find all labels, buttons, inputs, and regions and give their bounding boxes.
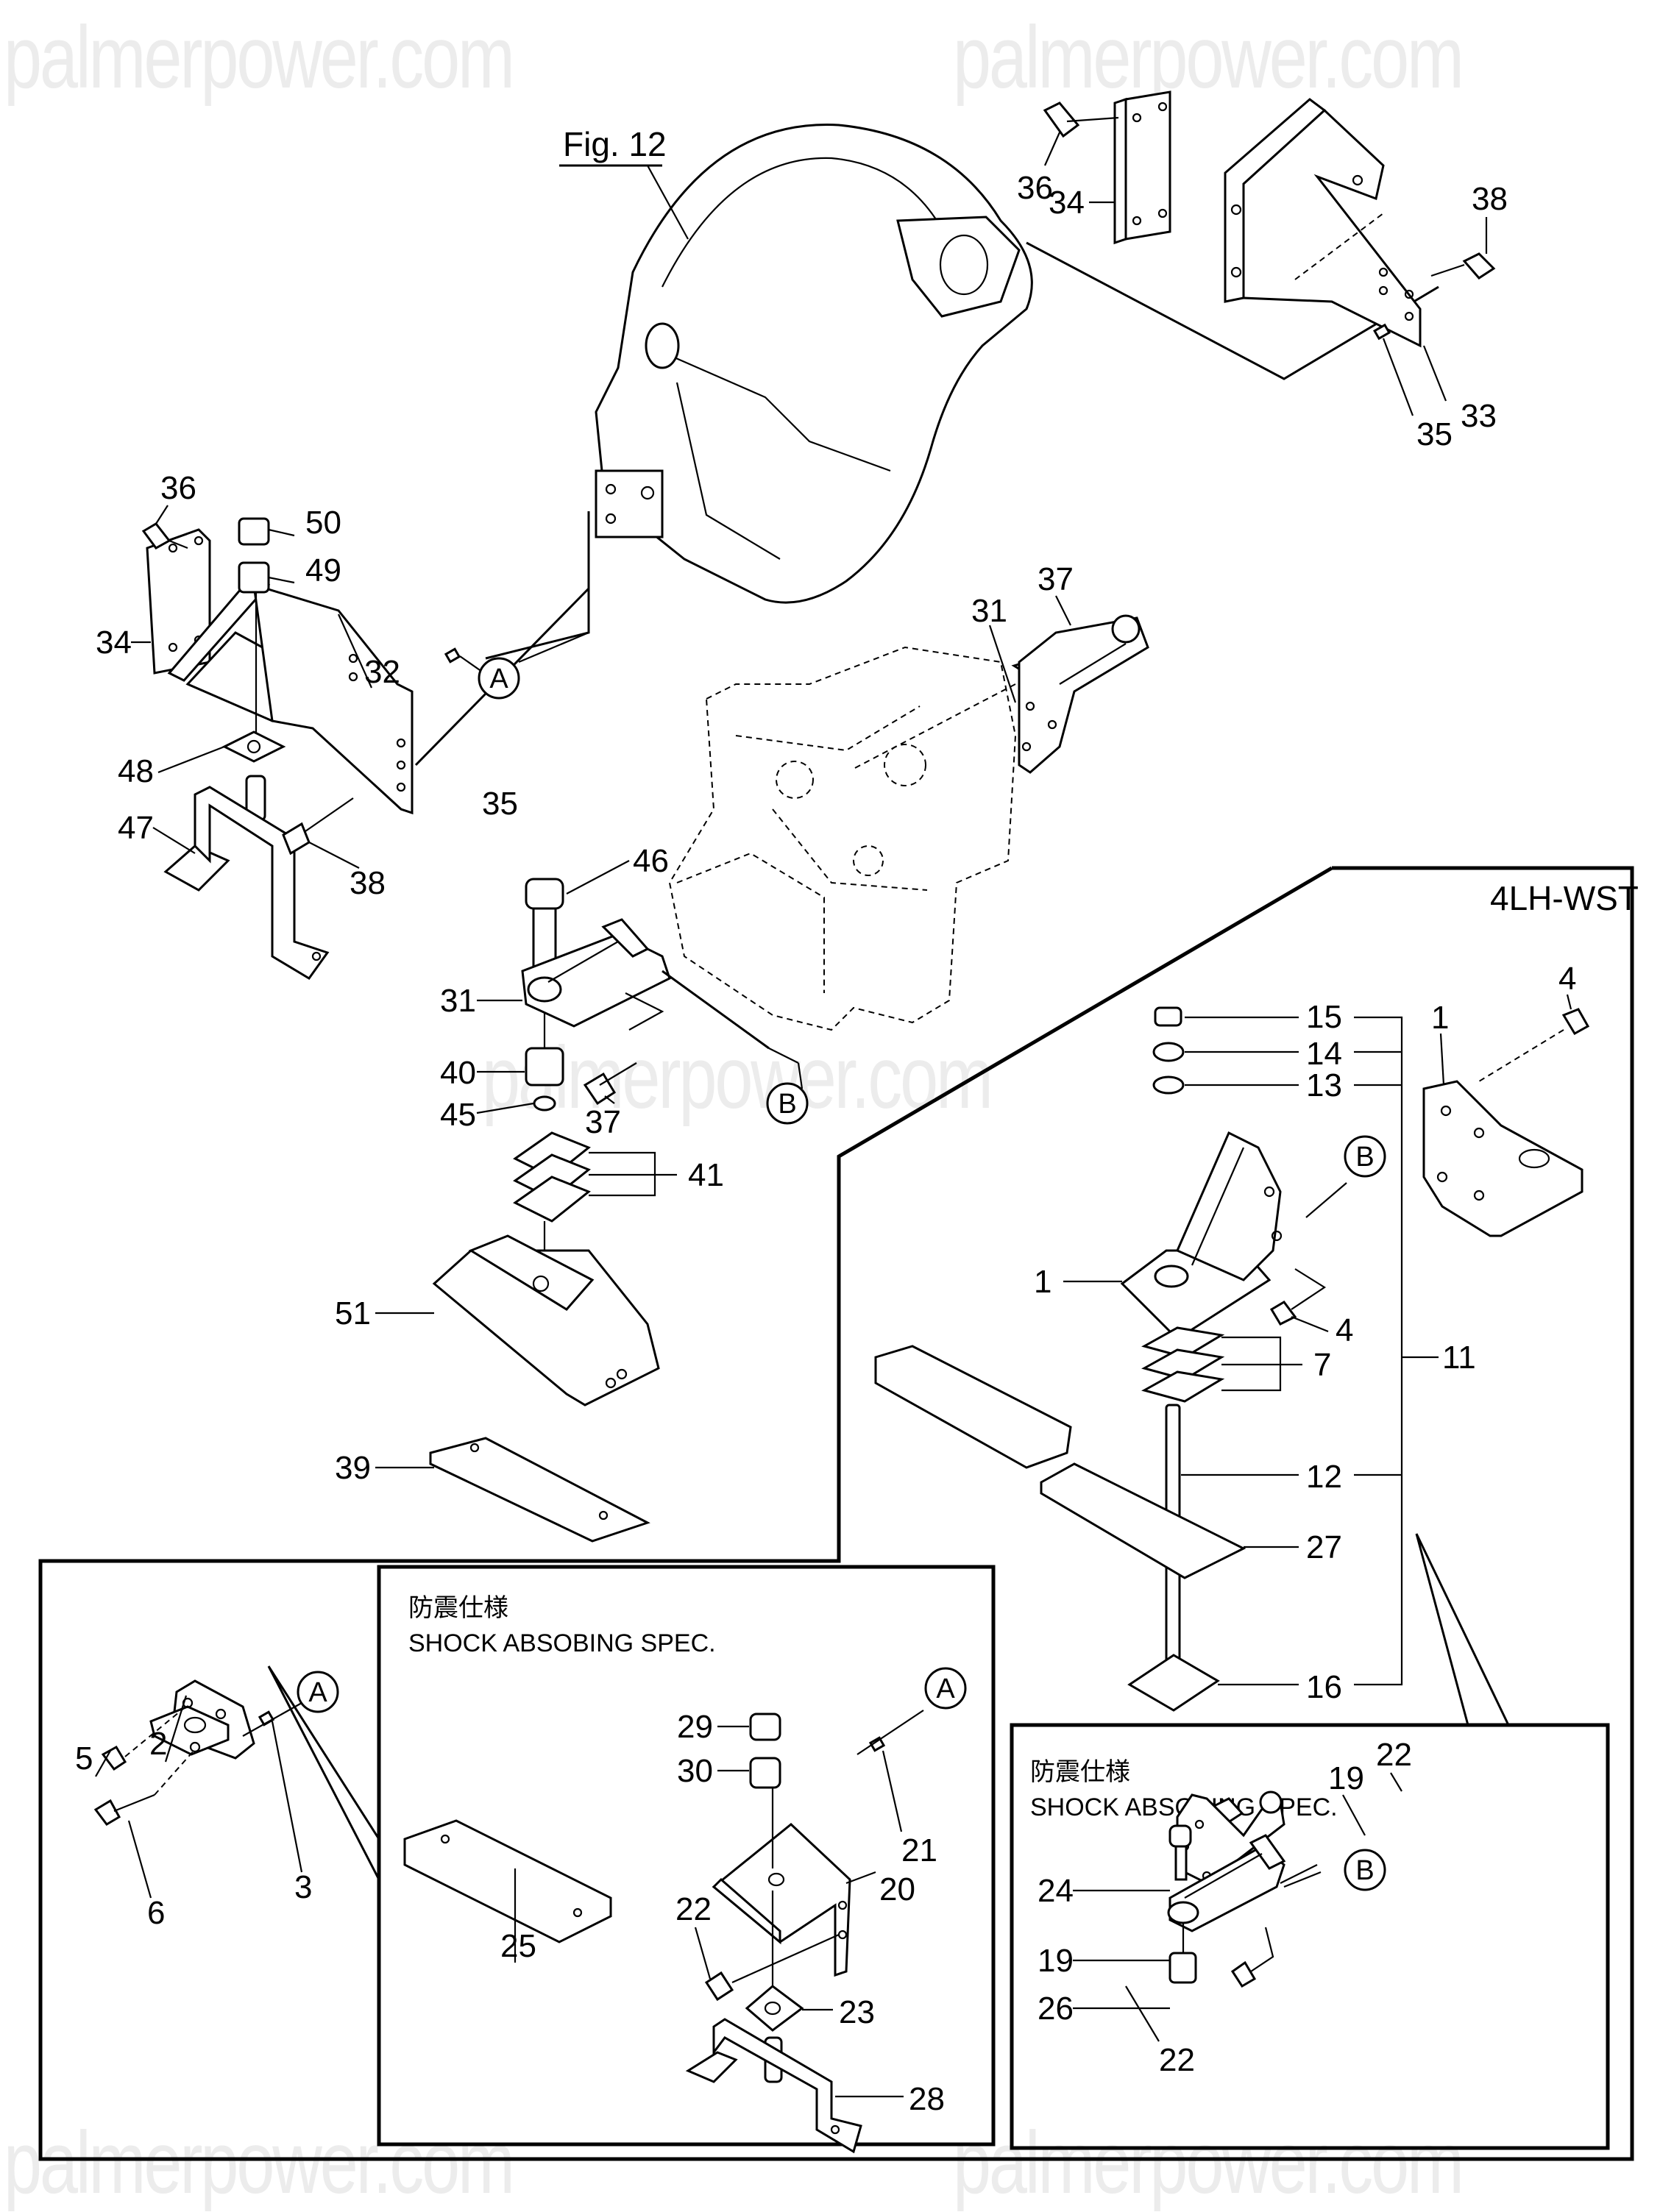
callout-A-shock-1: A bbox=[924, 1667, 967, 1710]
shock-spec-1-en: SHOCK ABSOBING SPEC. bbox=[408, 1629, 716, 1657]
pointer-wedge-right bbox=[1415, 1533, 1510, 1726]
label-19-box2-top: 19 bbox=[1328, 1760, 1364, 1796]
watermark-top-left: palmerpower.com bbox=[4, 8, 515, 107]
part-group-center-mount bbox=[429, 878, 770, 1543]
label-11: 11 bbox=[1442, 1340, 1476, 1376]
label-49: 49 bbox=[305, 552, 341, 588]
label-22-box1: 22 bbox=[675, 1891, 712, 1927]
label-26: 26 bbox=[1038, 1991, 1074, 2027]
label-27: 27 bbox=[1306, 1529, 1342, 1565]
label-4-lower: 4 bbox=[1336, 1312, 1353, 1348]
part-group-bracket-31-upper bbox=[853, 614, 1149, 774]
label-50: 50 bbox=[305, 505, 341, 541]
label-45: 45 bbox=[440, 1097, 476, 1133]
part-group-shock-2 bbox=[1167, 1790, 1318, 1988]
label-41: 41 bbox=[688, 1157, 724, 1193]
pointer-wedge-left bbox=[267, 1665, 380, 1880]
label-31-center: 31 bbox=[440, 983, 476, 1019]
svg-text:B: B bbox=[1355, 1855, 1374, 1886]
label-38-left: 38 bbox=[350, 865, 386, 901]
engine-block-outline bbox=[668, 646, 1017, 1031]
label-19-box2: 19 bbox=[1038, 1943, 1074, 1979]
label-47: 47 bbox=[118, 810, 154, 846]
fig-ref-leader bbox=[647, 165, 689, 240]
part-group-left-lower bbox=[93, 1679, 302, 1826]
svg-text:B: B bbox=[1355, 1142, 1374, 1173]
figure-reference: Fig. 12 bbox=[563, 125, 667, 163]
bracket-11 bbox=[1354, 1016, 1403, 1686]
label-16: 16 bbox=[1306, 1669, 1342, 1705]
label-7: 7 bbox=[1313, 1347, 1331, 1383]
frame-shock-spec-1 bbox=[377, 1565, 996, 2147]
label-37-upper: 37 bbox=[1038, 561, 1074, 597]
label-5: 5 bbox=[75, 1740, 93, 1777]
label-38-top: 38 bbox=[1472, 181, 1508, 217]
model-label: 4LH-WST bbox=[1490, 879, 1639, 917]
label-3: 3 bbox=[294, 1869, 312, 1905]
label-1-upper: 1 bbox=[1431, 1000, 1449, 1036]
label-31-upper: 31 bbox=[971, 593, 1007, 629]
watermark-bottom-right: palmerpower.com bbox=[953, 2113, 1464, 2212]
label-22-box2: 22 bbox=[1159, 2042, 1195, 2078]
svg-text:A: A bbox=[936, 1674, 955, 1704]
label-25: 25 bbox=[500, 1928, 536, 1964]
label-21: 21 bbox=[901, 1832, 937, 1868]
label-15: 15 bbox=[1306, 999, 1342, 1035]
label-28: 28 bbox=[909, 2081, 945, 2117]
svg-text:B: B bbox=[778, 1089, 796, 1120]
label-51: 51 bbox=[335, 1295, 371, 1331]
label-24: 24 bbox=[1038, 1873, 1074, 1909]
frame-shock-spec-2 bbox=[1010, 1723, 1610, 2150]
part-group-shock-1 bbox=[403, 1710, 924, 2154]
svg-text:A: A bbox=[308, 1677, 327, 1708]
label-35-left: 35 bbox=[482, 786, 518, 822]
label-46: 46 bbox=[633, 843, 669, 879]
callout-B-wst: B bbox=[1305, 1135, 1386, 1218]
label-48: 48 bbox=[118, 753, 154, 789]
watermark-top-right: palmerpower.com bbox=[953, 8, 1464, 107]
label-34-left: 34 bbox=[96, 625, 132, 661]
label-23: 23 bbox=[839, 1994, 875, 2030]
label-40: 40 bbox=[440, 1055, 476, 1091]
label-35-top: 35 bbox=[1416, 416, 1453, 452]
part-group-left-upper bbox=[141, 511, 590, 980]
label-12: 12 bbox=[1306, 1459, 1342, 1495]
label-2: 2 bbox=[149, 1726, 167, 1762]
label-29: 29 bbox=[677, 1709, 713, 1745]
callout-B-center: B bbox=[766, 1048, 809, 1125]
label-33-top: 33 bbox=[1461, 398, 1497, 434]
label-34-top: 34 bbox=[1049, 185, 1085, 221]
label-6: 6 bbox=[147, 1895, 165, 1931]
flywheel-housing bbox=[595, 124, 1033, 604]
part-group-wst-mount bbox=[874, 1006, 1590, 1712]
watermark-bottom-left: palmerpower.com bbox=[4, 2113, 515, 2212]
label-37-center: 37 bbox=[585, 1104, 621, 1140]
label-1-lower: 1 bbox=[1034, 1264, 1051, 1300]
callout-B-shock-2: B bbox=[1283, 1849, 1386, 1891]
callout-A-left-lower: A bbox=[297, 1671, 339, 1713]
shock-spec-2-jp: 防震仕様 bbox=[1030, 1758, 1130, 1786]
label-39: 39 bbox=[335, 1450, 371, 1486]
label-22-box2-top: 22 bbox=[1376, 1737, 1412, 1773]
label-13: 13 bbox=[1306, 1067, 1342, 1103]
label-14: 14 bbox=[1306, 1036, 1342, 1072]
label-4-upper: 4 bbox=[1558, 961, 1576, 997]
callout-A-main: A bbox=[478, 631, 589, 700]
part-group-top-right bbox=[1026, 90, 1496, 380]
label-30: 30 bbox=[677, 1753, 713, 1789]
watermark-center: palmerpower.com bbox=[482, 1028, 993, 1127]
label-20: 20 bbox=[879, 1871, 915, 1907]
label-36-top: 36 bbox=[1017, 170, 1053, 206]
svg-text:A: A bbox=[489, 664, 508, 694]
label-36-left: 36 bbox=[160, 470, 196, 506]
frame-4lh-wst bbox=[38, 866, 1634, 2161]
shock-spec-1-jp: 防震仕様 bbox=[408, 1594, 508, 1622]
